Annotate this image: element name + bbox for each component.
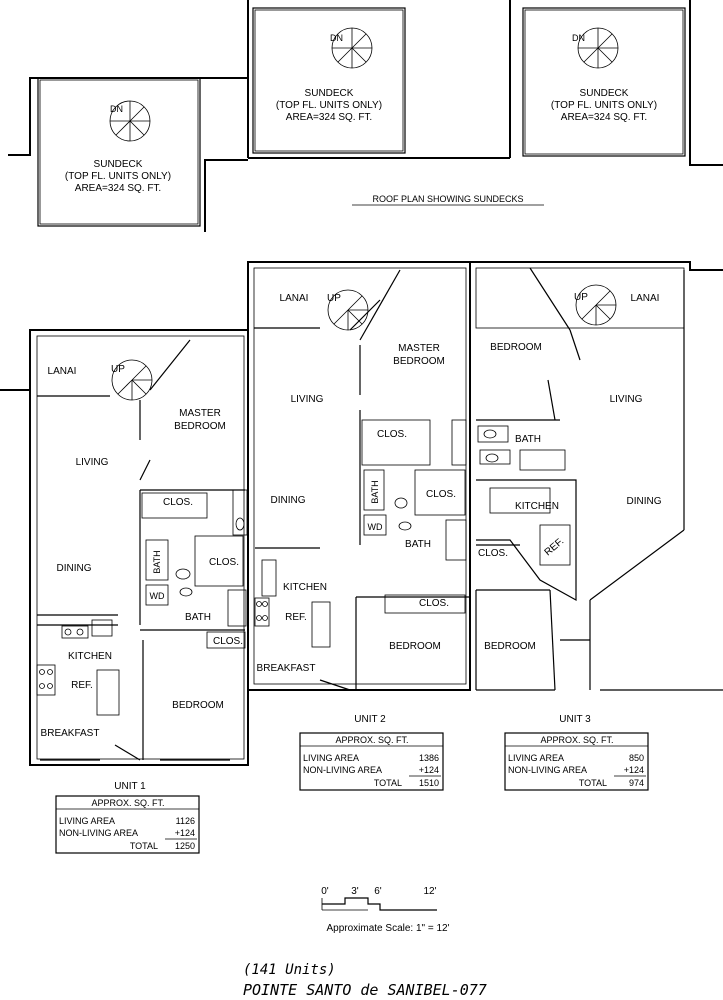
room-label-bath: BATH: [515, 434, 541, 445]
non-living-area-value: +124: [175, 828, 195, 838]
unit-1-area-table: UNIT 1 APPROX. SQ. FT. LIVING AREA 1126 …: [55, 781, 200, 854]
total-value: 1250: [175, 841, 195, 851]
room-label-bedroom: BEDROOM: [389, 641, 441, 652]
room-label-closet: CLOS.: [209, 557, 239, 568]
room-label-master: MASTER: [398, 343, 440, 354]
room-label-bath: BATH: [185, 612, 211, 623]
total-label: TOTAL: [579, 778, 607, 788]
sundeck-3: DN SUNDECK (TOP FL. UNITS ONLY) AREA=324…: [522, 7, 686, 157]
room-label-closet: CLOS.: [426, 489, 456, 500]
room-label-living: LIVING: [610, 394, 643, 405]
room-label-master: MASTER: [179, 408, 221, 419]
unit-3-area-table: UNIT 3 APPROX. SQ. FT. LIVING AREA 850 N…: [504, 714, 649, 791]
room-label-closet: CLOS.: [478, 548, 508, 559]
unit-label: UNIT 3: [559, 714, 591, 725]
room-label-bath: BATH: [405, 539, 431, 550]
non-living-area-label: NON-LIVING AREA: [508, 765, 587, 775]
roof-plan-title: ROOF PLAN SHOWING SUNDECKS: [372, 194, 523, 204]
non-living-area-value: +124: [624, 765, 644, 775]
sundeck-title: SUNDECK: [305, 88, 354, 99]
room-label-refrigerator: REF.: [285, 612, 307, 623]
stair-label-up: UP: [327, 293, 341, 304]
room-label-closet: CLOS.: [163, 497, 193, 508]
total-value: 974: [629, 778, 644, 788]
unit-3-plan: LANAI UP BEDROOM LIVING BATH KITCHEN DIN…: [470, 261, 723, 691]
footer: (141 Units) POINTE SANTO de SANIBEL-077: [243, 962, 487, 999]
room-label-dining: DINING: [57, 563, 92, 574]
room-label-bedroom: BEDROOM: [174, 421, 226, 432]
room-label-kitchen: KITCHEN: [68, 651, 112, 662]
room-label-dining: DINING: [627, 496, 662, 507]
room-label-dining: DINING: [271, 495, 306, 506]
scale-caption: Approximate Scale: 1" = 12': [326, 923, 449, 934]
total-label: TOTAL: [374, 778, 402, 788]
unit-label: UNIT 2: [354, 714, 386, 725]
total-value: 1510: [419, 778, 439, 788]
room-label-lanai: LANAI: [48, 366, 77, 377]
room-label-washer-dryer: WD: [150, 591, 165, 601]
living-area-label: LIVING AREA: [303, 753, 359, 763]
room-label-closet: CLOS.: [377, 429, 407, 440]
room-label-washer-dryer: WD: [368, 522, 383, 532]
sundeck-area: AREA=324 SQ. FT.: [286, 112, 372, 123]
room-label-breakfast: BREAKFAST: [41, 728, 100, 739]
living-area-value: 850: [629, 753, 644, 763]
scale-tick: 6': [374, 886, 382, 897]
area-table-header: APPROX. SQ. FT.: [91, 798, 164, 808]
non-living-area-label: NON-LIVING AREA: [303, 765, 382, 775]
room-label-closet: CLOS.: [419, 598, 449, 609]
down-label: DN: [572, 33, 585, 43]
room-label-refrigerator: REF.: [71, 680, 93, 691]
room-label-bath: BATH: [152, 550, 162, 573]
roof-plan: DN SUNDECK (TOP FL. UNITS ONLY) AREA=324…: [8, 0, 723, 232]
room-label-bedroom: BEDROOM: [393, 356, 445, 367]
living-area-label: LIVING AREA: [59, 816, 115, 826]
sundeck-title: SUNDECK: [94, 159, 143, 170]
area-table-header: APPROX. SQ. FT.: [335, 735, 408, 745]
scale-bar: 0' 3' 6' 12' Approximate Scale: 1" = 12': [321, 886, 449, 934]
unit-2-plan: LANAI UP MASTER BEDROOM LIVING DINING CL…: [247, 261, 471, 691]
total-label: TOTAL: [130, 841, 158, 851]
unit-1-plan: LANAI UP MASTER BEDROOM LIVING DINING CL…: [0, 329, 249, 766]
sundeck-note: (TOP FL. UNITS ONLY): [551, 100, 657, 111]
stair-label-up: UP: [111, 364, 125, 375]
living-area-value: 1386: [419, 753, 439, 763]
unit-2-area-table: UNIT 2 APPROX. SQ. FT. LIVING AREA 1386 …: [299, 714, 444, 791]
room-label-living: LIVING: [291, 394, 324, 405]
sundeck-title: SUNDECK: [580, 88, 629, 99]
room-label-bedroom: BEDROOM: [172, 700, 224, 711]
room-label-bedroom: BEDROOM: [490, 342, 542, 353]
unit-label: UNIT 1: [114, 781, 146, 792]
sundeck-1: DN SUNDECK (TOP FL. UNITS ONLY) AREA=324…: [37, 77, 201, 227]
sundeck-note: (TOP FL. UNITS ONLY): [65, 171, 171, 182]
room-label-lanai: LANAI: [280, 293, 309, 304]
living-area-label: LIVING AREA: [508, 753, 564, 763]
room-label-kitchen: KITCHEN: [515, 501, 559, 512]
non-living-area-value: +124: [419, 765, 439, 775]
area-table-header: APPROX. SQ. FT.: [540, 735, 613, 745]
non-living-area-label: NON-LIVING AREA: [59, 828, 138, 838]
property-name: POINTE SANTO de SANIBEL-077: [243, 981, 487, 999]
living-area-value: 1126: [176, 816, 195, 826]
room-label-lanai: LANAI: [631, 293, 660, 304]
down-label: DN: [330, 33, 343, 43]
scale-tick: 0': [321, 886, 329, 897]
room-label-bath: BATH: [370, 480, 380, 503]
sundeck-area: AREA=324 SQ. FT.: [75, 183, 161, 194]
sundeck-area: AREA=324 SQ. FT.: [561, 112, 647, 123]
down-label: DN: [110, 104, 123, 114]
room-label-bedroom: BEDROOM: [484, 641, 536, 652]
scale-tick: 12': [423, 886, 436, 897]
room-label-refrigerator: REF.: [543, 536, 567, 558]
sundeck-2: DN SUNDECK (TOP FL. UNITS ONLY) AREA=324…: [252, 7, 406, 154]
room-label-closet: CLOS.: [213, 636, 243, 647]
scale-tick: 3': [351, 886, 359, 897]
sundeck-note: (TOP FL. UNITS ONLY): [276, 100, 382, 111]
room-label-breakfast: BREAKFAST: [257, 663, 316, 674]
room-label-living: LIVING: [76, 457, 109, 468]
stair-label-up: UP: [574, 292, 588, 303]
units-count: (141 Units): [243, 962, 336, 978]
room-label-kitchen: KITCHEN: [283, 582, 327, 593]
